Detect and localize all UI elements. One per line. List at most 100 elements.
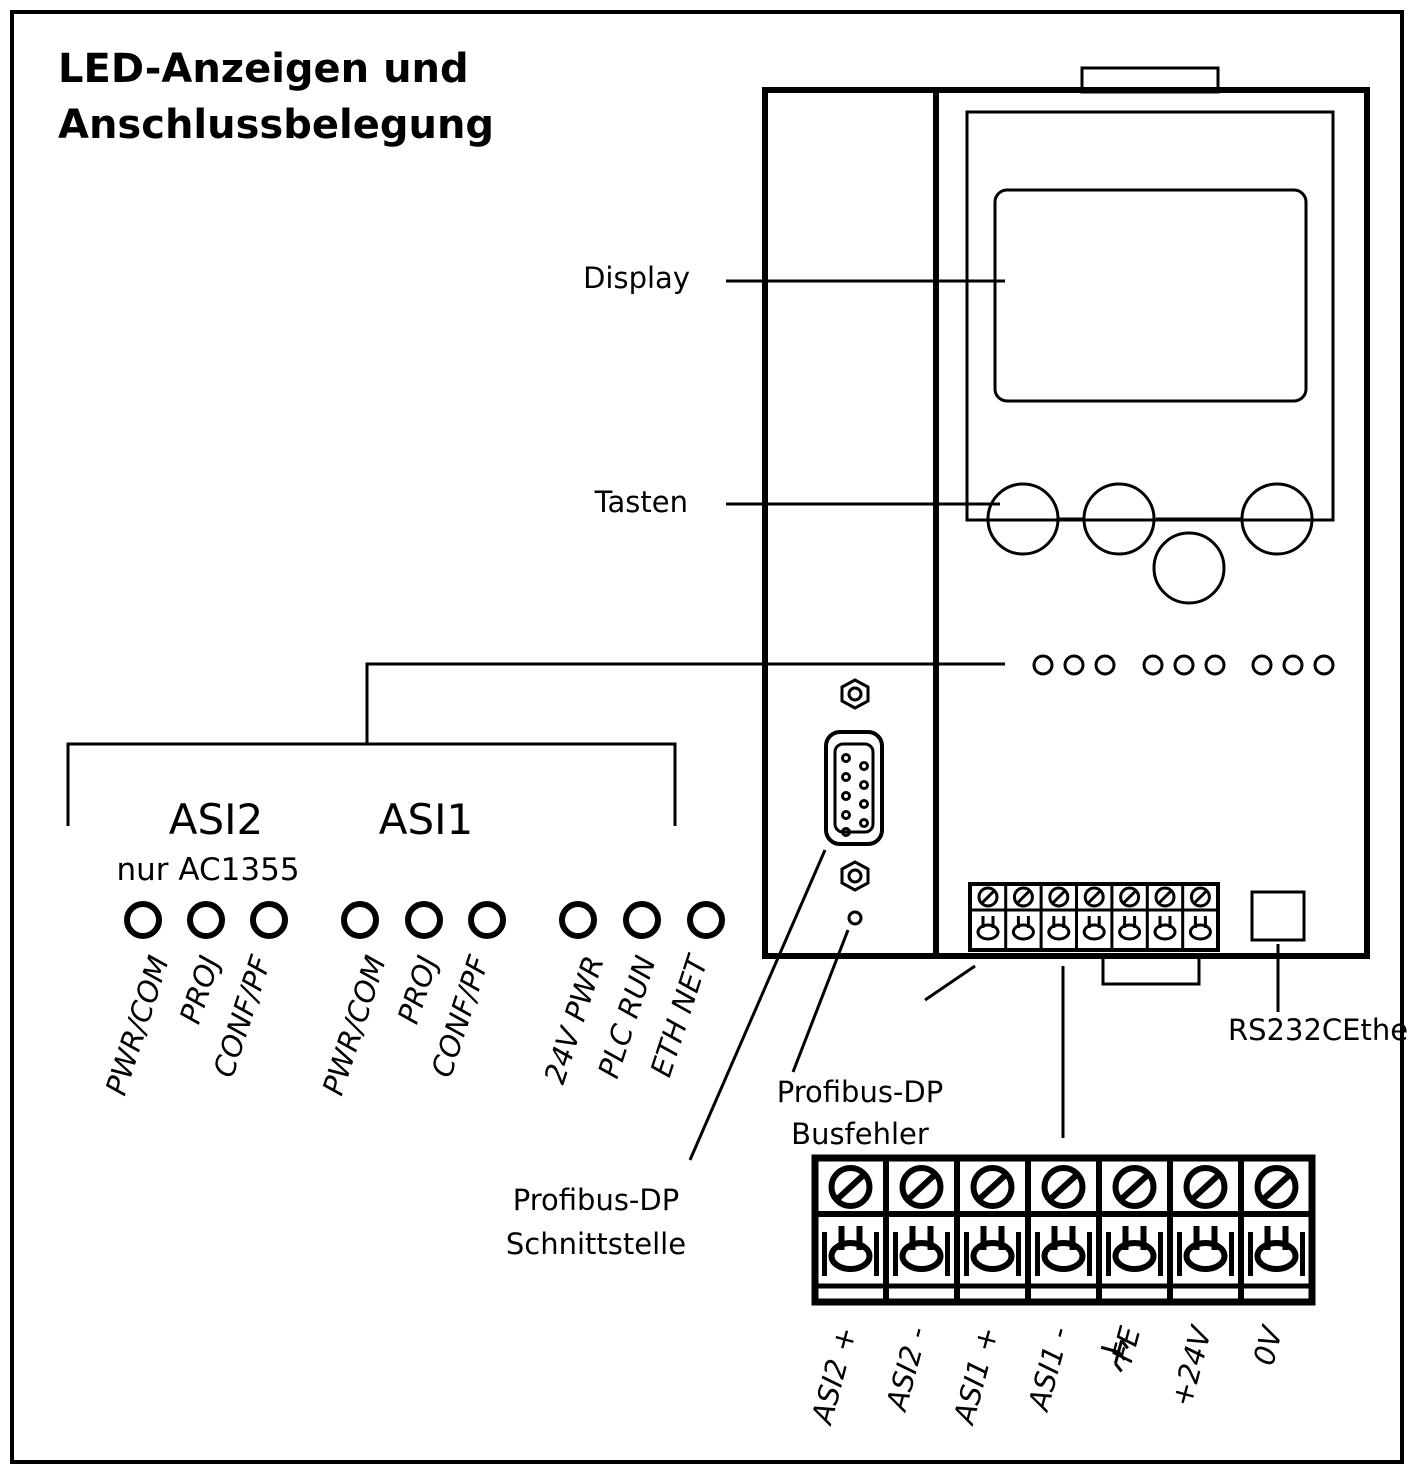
rs232-port xyxy=(1250,890,1306,942)
front-led xyxy=(1204,654,1226,676)
terminal-label: +24V xyxy=(1164,1321,1218,1410)
keys-label: Tasten xyxy=(594,485,688,519)
terminal-label: ASI1 - xyxy=(1021,1323,1076,1416)
front-led-row xyxy=(1032,654,1335,676)
dsub-pin xyxy=(841,772,851,782)
small-clamp xyxy=(1082,923,1106,941)
terminal-clamp xyxy=(899,1240,944,1272)
front-led xyxy=(1142,654,1164,676)
small-screw xyxy=(1119,886,1141,908)
led-indicator-asi1 xyxy=(405,901,443,939)
led-label-asi2: PROJ xyxy=(173,952,227,1028)
led-label-asi1: PWR/COM xyxy=(316,952,393,1100)
title-line-2: Anschlussbelegung xyxy=(58,102,494,148)
terminal-frame xyxy=(811,1154,1316,1306)
display-label: Display xyxy=(583,261,690,295)
small-clamp xyxy=(1047,923,1071,941)
terminal-screw xyxy=(1183,1165,1228,1209)
terminal-screw xyxy=(899,1165,944,1209)
terminal-screw xyxy=(970,1165,1015,1209)
dsub-pin xyxy=(859,780,869,790)
bus-error-leader xyxy=(791,929,850,1073)
front-led xyxy=(1173,654,1195,676)
front-led xyxy=(1313,654,1335,676)
terminal-clamp xyxy=(970,1240,1015,1272)
key-button-3 xyxy=(1240,482,1314,556)
dsub-pin xyxy=(859,818,869,828)
small-clamp xyxy=(1188,923,1212,941)
profibus-iface-label-2: Schnittstelle xyxy=(506,1227,686,1261)
small-clamp xyxy=(1118,923,1142,941)
led-leader xyxy=(365,662,1005,744)
terminal-clamp xyxy=(1254,1240,1299,1272)
led-indicator-system xyxy=(623,901,661,939)
led-indicator-asi2 xyxy=(124,901,162,939)
terminal-screw xyxy=(1254,1165,1299,1209)
led-bracket xyxy=(66,742,677,826)
small-screw xyxy=(1189,886,1211,908)
device-body xyxy=(762,66,1370,986)
terminal-clamp xyxy=(828,1240,873,1272)
led-label-asi2: PWR/COM xyxy=(99,952,176,1100)
title-line-1: LED-Anzeigen und xyxy=(58,46,469,92)
dsub-pin xyxy=(841,791,851,801)
front-led xyxy=(1282,654,1304,676)
key-button-4 xyxy=(1152,531,1226,605)
ground-symbol-icon xyxy=(1100,1339,1129,1373)
front-led xyxy=(1251,654,1273,676)
profibus-connector xyxy=(824,678,884,926)
profibus-error-label-1: Profibus-DP xyxy=(777,1075,943,1109)
terminal-label: ASI2 + xyxy=(804,1323,863,1429)
led-indicator-asi2 xyxy=(187,901,225,939)
housing xyxy=(762,87,1370,959)
front-led xyxy=(1032,654,1054,676)
asi1-group-label: ASI1 xyxy=(379,795,474,844)
small-clamp xyxy=(1011,923,1035,941)
dsub-pin xyxy=(859,761,869,771)
asi2-group-note: nur AC1355 xyxy=(116,852,299,888)
terminal-label: ASI1 + xyxy=(946,1323,1005,1429)
led-indicator-system xyxy=(687,901,725,939)
front-panel xyxy=(965,110,1335,522)
bottom-clip xyxy=(1101,954,1201,986)
small-clamp xyxy=(976,923,1000,941)
led-indicator-asi2 xyxy=(250,901,288,939)
asi2-group-label: ASI2 xyxy=(169,795,264,844)
dsub-pin xyxy=(841,827,851,837)
device-terminal-block xyxy=(968,882,1220,952)
dsub-pin xyxy=(841,810,851,820)
small-screw xyxy=(977,886,999,908)
terminal-label: ASI2 - xyxy=(879,1323,934,1416)
small-screw xyxy=(1154,886,1176,908)
led-indicator-system xyxy=(559,901,597,939)
key-buttons xyxy=(986,482,1314,605)
profibus-iface-label-1: Profibus-DP xyxy=(513,1183,679,1217)
key-button-1 xyxy=(986,482,1060,556)
led-label-asi1: PROJ xyxy=(391,952,445,1028)
terminal-clamp xyxy=(1041,1240,1086,1272)
small-terminal-frame xyxy=(968,882,1220,952)
bus-error-led xyxy=(847,910,863,926)
dsub-shell xyxy=(824,730,884,846)
front-led xyxy=(1063,654,1085,676)
terminal-screw xyxy=(1112,1165,1157,1209)
outer-frame xyxy=(10,10,1404,1464)
terminal-screw xyxy=(1041,1165,1086,1209)
dsub-pin xyxy=(841,753,851,763)
profibus-error-label-2: Busfehler xyxy=(791,1117,929,1151)
small-screw xyxy=(1012,886,1034,908)
small-screw xyxy=(1048,886,1070,908)
display-screen xyxy=(993,188,1308,403)
terminal-clamp xyxy=(1183,1240,1228,1272)
terminal-block xyxy=(811,1154,1316,1306)
terminal-leader-left xyxy=(924,964,976,1002)
led-indicator-asi1 xyxy=(341,901,379,939)
profibus-iface-leader xyxy=(688,849,827,1161)
terminal-screw xyxy=(828,1165,873,1209)
terminal-clamp xyxy=(1112,1240,1157,1272)
led-indicator-asi1 xyxy=(468,901,506,939)
terminal-label: FE xyxy=(1105,1322,1147,1365)
